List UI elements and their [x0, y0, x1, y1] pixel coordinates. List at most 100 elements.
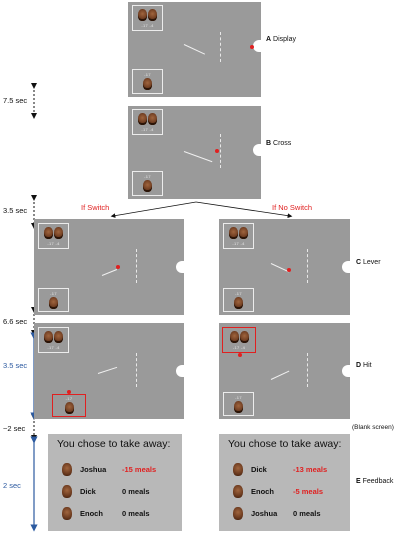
- ball-dot: [215, 149, 219, 153]
- face-icon: [148, 113, 157, 125]
- feedback-name: Enoch: [80, 509, 103, 518]
- lever-line: [101, 269, 118, 276]
- feedback-value: -5 meals: [293, 487, 324, 496]
- face-icon: [239, 227, 248, 239]
- face-icon: [229, 227, 238, 239]
- label-lever: C Lever: [356, 259, 381, 266]
- top-group-box: -17 -4: [223, 223, 254, 249]
- branch-label-switch: If Switch: [81, 203, 110, 212]
- top-group-box: -17 -4: [38, 327, 69, 353]
- feedback-row: Enoch -5 meals: [233, 485, 323, 498]
- face-icon: [234, 297, 243, 309]
- top-group-box: -17 -4: [38, 223, 69, 249]
- center-divider: [136, 353, 137, 387]
- panel-notch: [253, 40, 262, 52]
- bottom-target-box: -17: [132, 171, 163, 196]
- feedback-value: 0 meals: [293, 509, 321, 518]
- feedback-name: Dick: [80, 487, 96, 496]
- feedback-row: Dick 0 meals: [62, 485, 150, 498]
- face-icon: [138, 113, 147, 125]
- feedback-row: Joshua -15 meals: [62, 463, 156, 476]
- score-label: -17: [144, 72, 151, 77]
- face-icon: [62, 507, 72, 520]
- panel-lever-switch: -17 -4 -17: [34, 219, 185, 315]
- time-label: 6.6 sec: [3, 317, 28, 326]
- score-label: -17: [144, 174, 151, 179]
- panel-notch: [176, 261, 185, 273]
- score-label: -17 -4: [141, 23, 154, 28]
- face-icon: [44, 227, 53, 239]
- face-icon: [233, 463, 243, 476]
- ball-dot: [116, 265, 120, 269]
- top-group-box: -17 -4: [132, 5, 163, 31]
- hit-target-box: -17: [52, 394, 86, 417]
- score-label: -17: [50, 291, 57, 296]
- ball-dot: [250, 45, 254, 49]
- time-label: 7.5 sec: [3, 96, 28, 105]
- panel-feedback-left: You chose to take away: Joshua -15 meals…: [48, 434, 182, 531]
- time-label: 2 sec: [3, 481, 21, 490]
- lever-line: [183, 44, 206, 55]
- face-icon: [143, 180, 152, 192]
- center-divider: [220, 134, 221, 168]
- feedback-row: Dick -13 meals: [233, 463, 327, 476]
- bottom-target-box: -17: [223, 288, 254, 312]
- face-icon: [49, 297, 58, 309]
- face-icon: [234, 401, 243, 413]
- panel-notch: [342, 261, 351, 273]
- feedback-value: -13 meals: [293, 465, 328, 474]
- ball-dot: [67, 390, 71, 394]
- feedback-row: Joshua 0 meals: [233, 507, 321, 520]
- ball-dot: [238, 353, 242, 357]
- feedback-row: Enoch 0 meals: [62, 507, 150, 520]
- top-group-box: -17 -4: [132, 109, 163, 135]
- branch-arrow-left: [110, 201, 197, 218]
- feedback-value: 0 meals: [122, 487, 150, 496]
- face-icon: [143, 78, 152, 90]
- face-icon: [233, 485, 243, 498]
- panel-notch: [253, 144, 262, 156]
- panel-lever-no-switch: -17 -4 -17: [219, 219, 351, 315]
- score-label: -17 -4: [47, 345, 60, 350]
- score-label: -17 -4: [141, 127, 154, 132]
- face-icon: [64, 402, 74, 414]
- panel-hit-switch: -17 -4 -17: [34, 323, 185, 419]
- bottom-target-box: -17: [132, 69, 163, 94]
- score-label: -17 -4: [232, 241, 245, 246]
- score-label: -17: [235, 291, 242, 296]
- blank-screen-label: (Blank screen): [352, 424, 394, 431]
- face-icon: [233, 507, 243, 520]
- score-label: -17: [235, 395, 242, 400]
- branch-arrow-right: [195, 201, 293, 219]
- panel-display: -17 -4 -17: [128, 2, 262, 97]
- feedback-value: -15 meals: [122, 465, 157, 474]
- face-icon: [54, 331, 63, 343]
- face-icon: [44, 331, 53, 343]
- lever-line: [183, 151, 213, 163]
- panel-cross: -17 -4 -17: [128, 106, 262, 199]
- ball-dot: [287, 268, 291, 272]
- lever-line: [97, 366, 118, 374]
- time-label: 3.5 sec: [3, 361, 28, 370]
- score-label: -17 -4: [232, 345, 246, 350]
- panel-feedback-right: You chose to take away: Dick -13 meals E…: [219, 434, 350, 531]
- label-feedback: E Feedback: [356, 478, 394, 485]
- panel-notch: [342, 365, 351, 377]
- score-label: -17: [65, 396, 73, 401]
- face-icon: [229, 331, 239, 343]
- feedback-title: You chose to take away:: [228, 438, 342, 450]
- lever-line: [270, 370, 290, 380]
- feedback-title: You chose to take away:: [57, 438, 171, 450]
- center-divider: [307, 353, 308, 387]
- label-hit: D Hit: [356, 362, 372, 369]
- face-icon: [54, 227, 63, 239]
- feedback-name: Joshua: [80, 465, 107, 474]
- feedback-value: 0 meals: [122, 509, 150, 518]
- panel-hit-no-switch: -17 -4 -17: [219, 323, 351, 419]
- face-icon: [239, 331, 249, 343]
- bottom-target-box: -17: [223, 392, 254, 416]
- center-divider: [220, 32, 221, 62]
- time-label: 3.5 sec: [3, 206, 28, 215]
- time-label: ~2 sec: [3, 424, 26, 433]
- center-divider: [307, 249, 308, 283]
